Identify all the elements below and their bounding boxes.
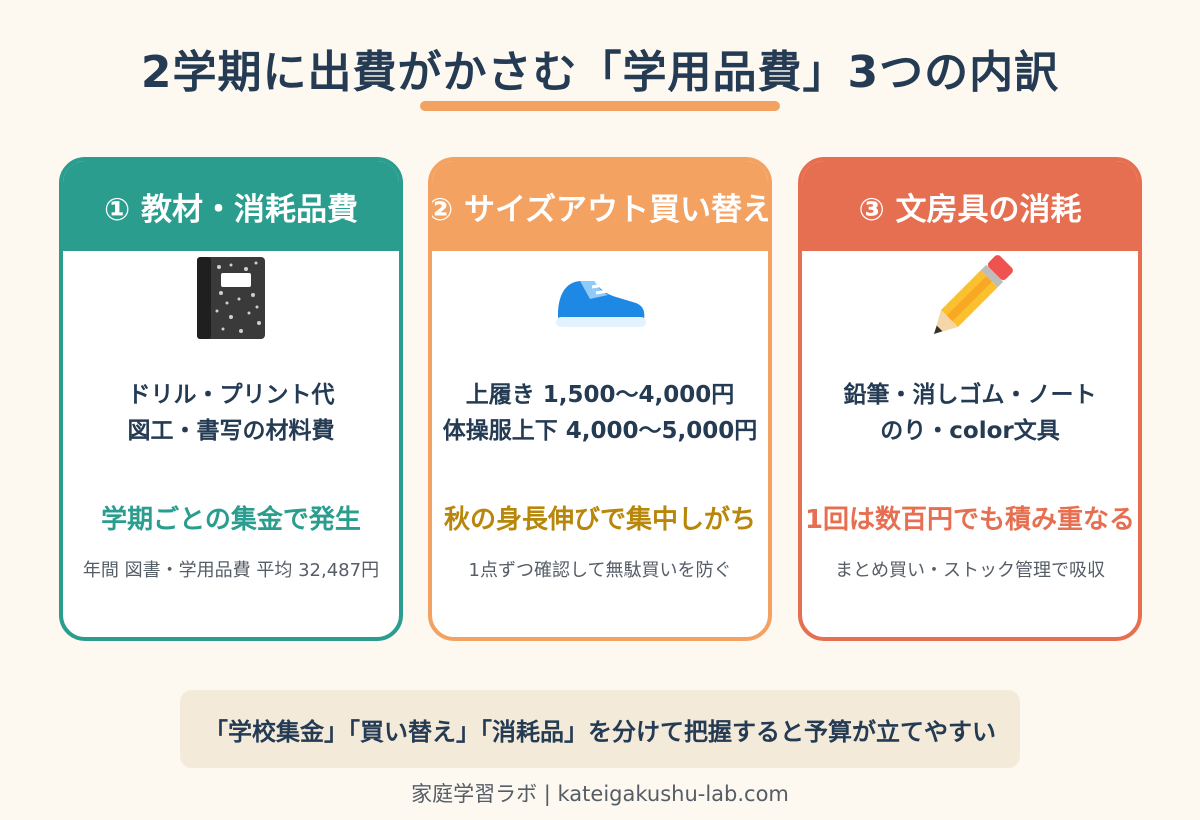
summary-box: 「学校集金」「買い替え」「消耗品」を分けて把握すると予算が立てやすい bbox=[180, 690, 1020, 768]
card-teaching-materials: ① 教材・消耗品費 ドリル・プリント代 図工・書写の材料費 学期ごとの集金で発生… bbox=[59, 157, 403, 641]
card-highlight: 1回は数百円でも積み重なる bbox=[804, 505, 1136, 535]
page-title: 2学期に出費がかさむ「学用品費」3つの内訳 bbox=[140, 47, 1060, 98]
card-description: ドリル・プリント代 図工・書写の材料費 bbox=[63, 377, 399, 457]
card-highlight: 学期ごとの集金で発生 bbox=[101, 505, 361, 535]
card-size-out: ② サイズアウト買い替え 上履き 1,500〜4,000円 体操服上下 4,00… bbox=[428, 157, 772, 641]
desc-line: 上履き 1,500〜4,000円 bbox=[465, 382, 735, 408]
card-header: ③ 文房具の消耗 bbox=[802, 161, 1138, 251]
desc-line: ドリル・プリント代 bbox=[127, 382, 335, 408]
card-header: ① 教材・消耗品費 bbox=[63, 161, 399, 251]
card-note: 年間 図書・学用品費 平均 32,487円 bbox=[82, 560, 380, 581]
desc-line: のり・color文具 bbox=[880, 418, 1060, 444]
card-description: 上履き 1,500〜4,000円 体操服上下 4,000〜5,000円 bbox=[432, 377, 768, 457]
card-header: ② サイズアウト買い替え bbox=[432, 161, 768, 251]
desc-line: 鉛筆・消しゴム・ノート bbox=[843, 382, 1097, 408]
card-stationery: ③ 文房具の消耗 鉛筆・消しゴム・ノート のり・color文具 1回は数百円でも… bbox=[798, 157, 1142, 641]
title-underline bbox=[420, 101, 780, 111]
desc-line: 図工・書写の材料費 bbox=[127, 418, 335, 444]
card-note: 1点ずつ確認して無駄買いを防ぐ bbox=[468, 560, 732, 581]
pencil-icon bbox=[802, 251, 1138, 351]
card-highlight: 秋の身長伸びで集中しがち bbox=[443, 505, 756, 535]
card-description: 鉛筆・消しゴム・ノート のり・color文具 bbox=[802, 377, 1138, 457]
notebook-icon bbox=[63, 251, 399, 351]
sneaker-icon bbox=[432, 251, 768, 351]
card-note: まとめ買い・ストック管理で吸収 bbox=[835, 560, 1105, 581]
footer-credit: 家庭学習ラボ | kateigakushu-lab.com bbox=[411, 782, 789, 806]
desc-line: 体操服上下 4,000〜5,000円 bbox=[442, 418, 758, 444]
